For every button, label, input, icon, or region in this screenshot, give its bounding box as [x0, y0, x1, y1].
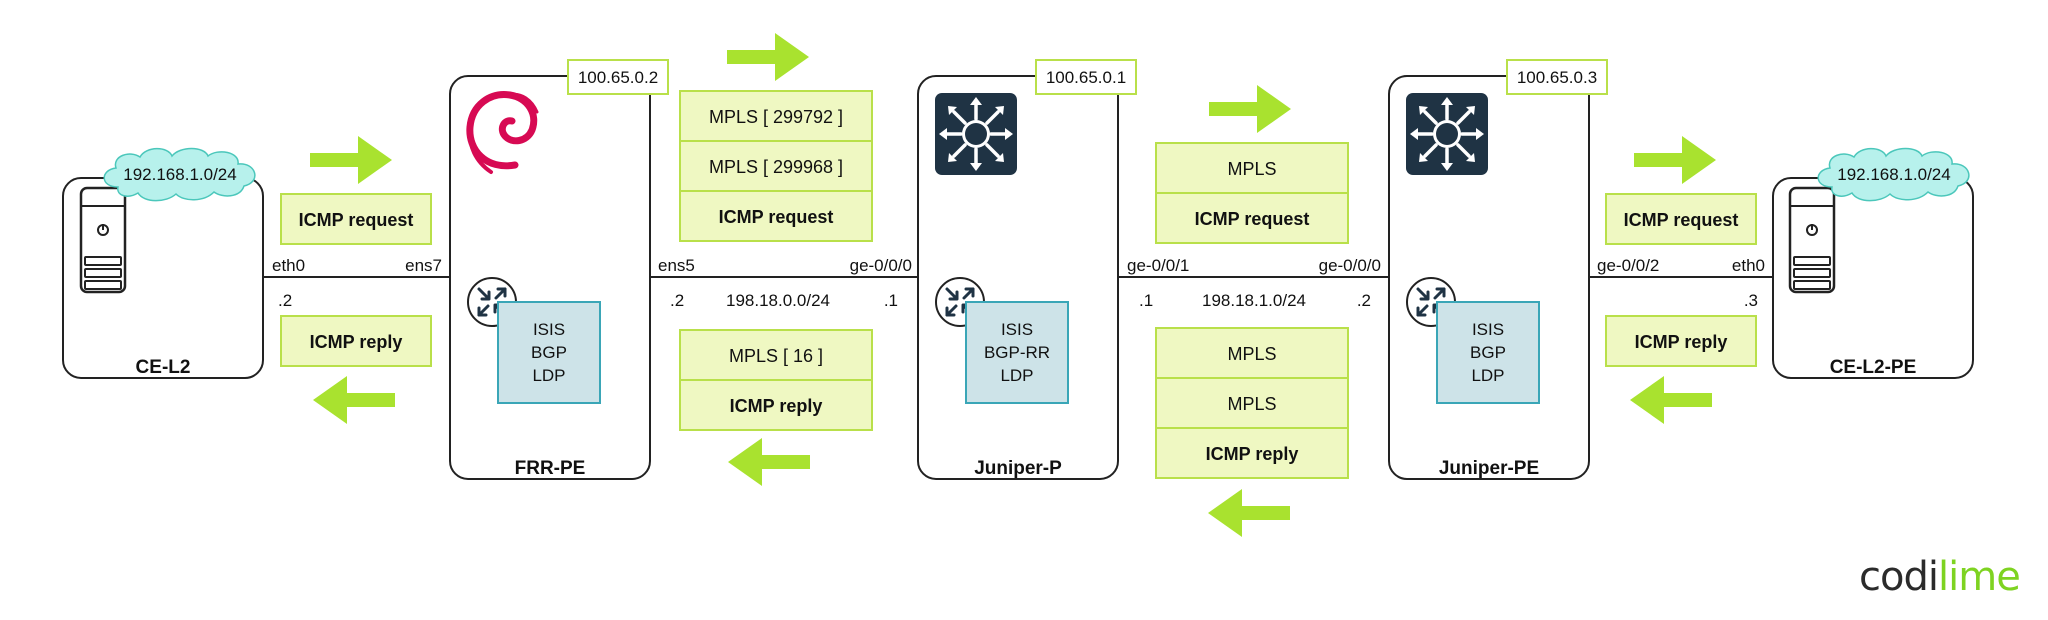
arrow-right-icon — [1209, 85, 1291, 133]
host-label: .1 — [884, 291, 898, 310]
cloud-right — [1817, 147, 1970, 202]
arrow-left-icon — [1208, 489, 1290, 537]
packet-mpls — [1155, 377, 1349, 429]
host-label: .2 — [278, 291, 292, 310]
server-icon — [1788, 186, 1836, 294]
node-frr-pe-box — [449, 75, 651, 480]
codilime-logo: codi lime — [1859, 554, 2021, 600]
juniper-hub-icon — [1404, 91, 1490, 177]
packet-icmp-reply — [280, 315, 432, 367]
cloud-right-label: 192.168.1.0/24 — [1837, 165, 1950, 184]
packet-mpls — [679, 90, 873, 142]
packet-label: ICMP request — [299, 210, 414, 230]
svg-text:BGP: BGP — [1470, 343, 1506, 362]
protocol-box-frr: ISIS BGP LDP — [497, 301, 601, 404]
subnet-label: 198.18.0.0/24 — [726, 291, 830, 310]
logo-part2: lime — [1938, 554, 2020, 600]
arrow-left-icon — [313, 376, 395, 424]
packet-icmp-request — [1605, 193, 1757, 245]
packet-icmp-reply — [679, 379, 873, 431]
if-label: ge-0/0/2 — [1597, 256, 1659, 275]
loopback-tag-jpe — [1506, 59, 1608, 95]
if-label: ens7 — [405, 256, 442, 275]
protocol-box-jp: ISIS BGP-RR LDP — [965, 301, 1069, 404]
cloud-left — [103, 147, 256, 202]
server-icon — [79, 186, 127, 294]
node-frr-pe-label: FRR-PE — [515, 458, 586, 479]
packet-mpls — [1155, 327, 1349, 379]
packet-label: ICMP request — [1624, 210, 1739, 230]
packet-icmp-reply — [1155, 427, 1349, 479]
packet-icmp-request — [1155, 192, 1349, 244]
svg-text:LDP: LDP — [532, 366, 565, 385]
svg-text:ISIS: ISIS — [1472, 320, 1504, 339]
if-label: eth0 — [1732, 256, 1765, 275]
if-label: ge-0/0/0 — [850, 256, 912, 275]
packet-mpls — [1155, 142, 1349, 194]
debian-swirl-icon — [466, 91, 539, 174]
packet-mpls — [679, 140, 873, 192]
node-ce-l2-pe-label: CE-L2-PE — [1830, 357, 1917, 378]
packet-label: ICMP request — [719, 207, 834, 227]
packet-label: MPLS [ 299968 ] — [709, 157, 843, 177]
if-label: ge-0/0/0 — [1319, 256, 1381, 275]
packet-label: ICMP reply — [1635, 332, 1728, 352]
packet-label: ICMP request — [1195, 209, 1310, 229]
packet-label: ICMP reply — [730, 396, 823, 416]
loopback-tag-frr — [567, 59, 669, 95]
node-ce-l2-label: CE-L2 — [136, 357, 191, 378]
if-label: ge-0/0/1 — [1127, 256, 1189, 275]
if-label: ens5 — [658, 256, 695, 275]
svg-text:ISIS: ISIS — [1001, 320, 1033, 339]
logo-part1: codi — [1859, 554, 1938, 600]
node-juniper-pe-label: Juniper-PE — [1439, 458, 1539, 479]
svg-text:BGP: BGP — [531, 343, 567, 362]
loopback-tag-jpe-text: 100.65.0.3 — [1517, 68, 1597, 87]
arrow-left-icon — [1630, 376, 1712, 424]
protocol-box-jpe: ISIS BGP LDP — [1436, 301, 1540, 404]
host-label: .2 — [670, 291, 684, 310]
arrow-right-icon — [310, 136, 392, 184]
packet-icmp-reply — [1605, 315, 1757, 367]
packet-label: MPLS [ 16 ] — [729, 346, 823, 366]
loopback-tag-jp-text: 100.65.0.1 — [1046, 68, 1126, 87]
loopback-tag-jp — [1035, 59, 1137, 95]
arrow-left-icon — [728, 438, 810, 486]
packet-icmp-request — [280, 193, 432, 245]
loopback-tag-frr-text: 100.65.0.2 — [578, 68, 658, 87]
svg-text:LDP: LDP — [1000, 366, 1033, 385]
juniper-hub-icon — [933, 91, 1019, 177]
node-juniper-p-label: Juniper-P — [974, 458, 1062, 479]
packet-label: MPLS [ 299792 ] — [709, 107, 843, 127]
packet-label: MPLS — [1227, 344, 1276, 364]
subnet-label: 198.18.1.0/24 — [1202, 291, 1306, 310]
svg-text:LDP: LDP — [1471, 366, 1504, 385]
cloud-left-label: 192.168.1.0/24 — [123, 165, 236, 184]
interface-labels: eth0 ens7 .2 ens5 ge-0/0/0 .2 198.18.0.0… — [272, 256, 1765, 310]
host-label: .3 — [1744, 291, 1758, 310]
host-label: .1 — [1139, 291, 1153, 310]
arrow-right-icon — [727, 33, 809, 81]
packet-labels: ICMP request ICMP reply MPLS [ 299792 ] … — [299, 107, 1739, 464]
svg-text:BGP-RR: BGP-RR — [984, 343, 1050, 362]
if-label: eth0 — [272, 256, 305, 275]
packet-label: ICMP reply — [1206, 444, 1299, 464]
packet-label: MPLS — [1227, 394, 1276, 414]
svg-text:ISIS: ISIS — [533, 320, 565, 339]
arrow-right-icon — [1634, 136, 1716, 184]
host-label: .2 — [1357, 291, 1371, 310]
packet-icmp-request — [679, 190, 873, 242]
packet-label: MPLS — [1227, 159, 1276, 179]
packet-label: ICMP reply — [310, 332, 403, 352]
